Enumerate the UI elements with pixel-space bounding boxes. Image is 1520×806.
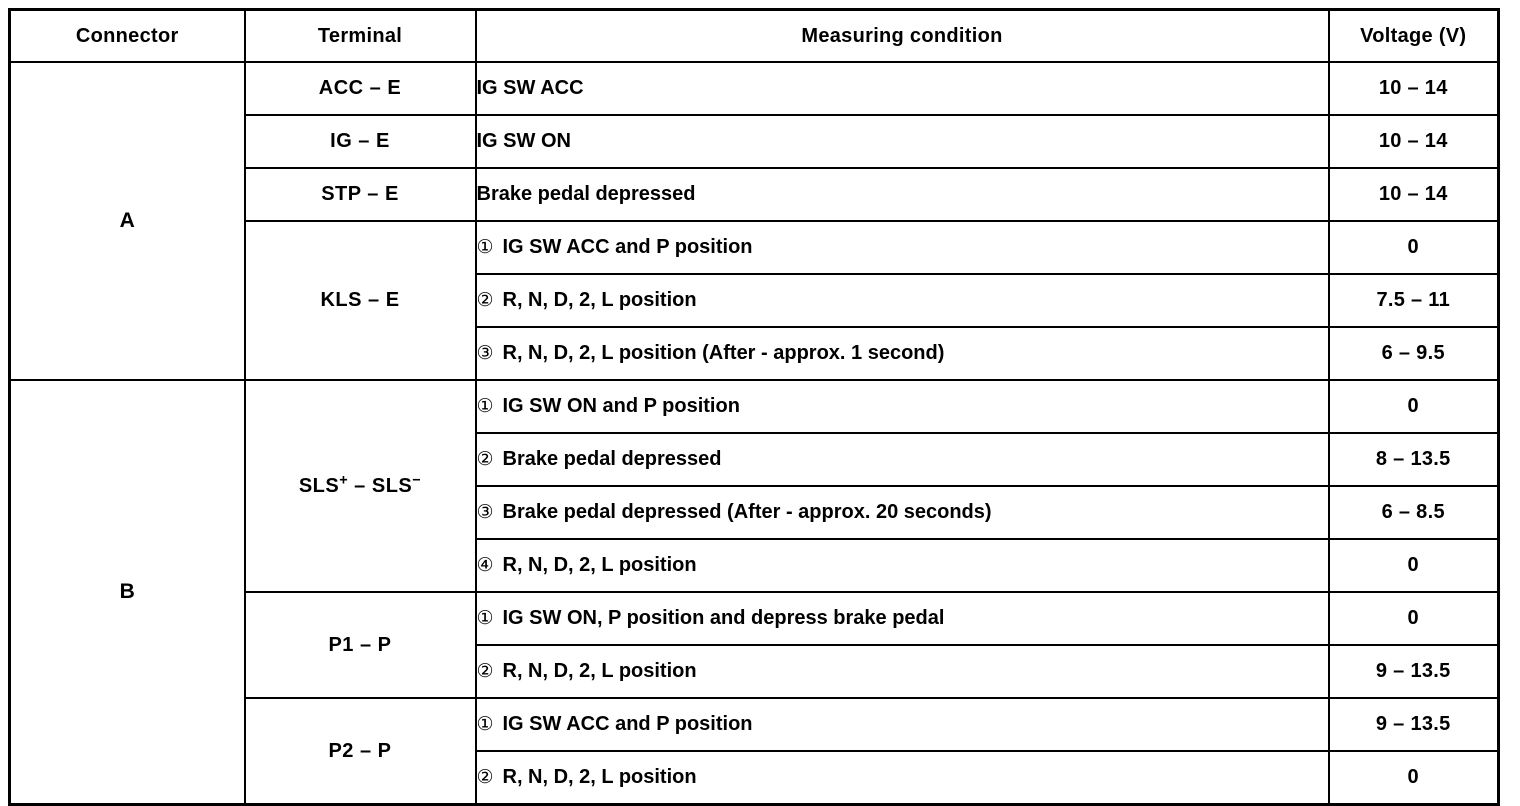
condition-index-marker: ②	[476, 661, 494, 682]
voltage-cell: 10 – 14	[1327, 114, 1500, 169]
measuring-condition-cell: ① IG SW ACC and P position	[474, 220, 1330, 275]
table-row: ② R, N, D, 2, L position 7.5 – 11	[10, 273, 1500, 328]
connector-voltage-table: Connector Terminal Measuring condition V…	[8, 8, 1500, 806]
measuring-condition-cell: ② R, N, D, 2, L position	[474, 644, 1330, 699]
table-row: ④ R, N, D, 2, L position 0	[10, 538, 1500, 593]
measuring-condition-cell: ④ R, N, D, 2, L position	[474, 538, 1330, 593]
condition-text: Brake pedal depressed (After - approx. 2…	[502, 501, 992, 523]
condition-text: R, N, D, 2, L position	[502, 554, 697, 576]
measuring-condition-cell: Brake pedal depressed	[474, 167, 1330, 222]
measuring-condition-cell: ① IG SW ON and P position	[474, 379, 1330, 434]
measuring-condition-cell: ① IG SW ACC and P position	[474, 697, 1330, 752]
condition-text: R, N, D, 2, L position	[502, 289, 697, 311]
terminal-cell: STP – E	[243, 167, 477, 222]
condition-index-marker: ②	[476, 449, 494, 470]
measuring-condition-cell: IG SW ON	[474, 114, 1330, 169]
column-header-connector: Connector	[8, 8, 246, 63]
condition-index-marker: ③	[476, 343, 494, 364]
terminal-cell: KLS – E	[243, 220, 477, 381]
measuring-condition-cell: ② Brake pedal depressed	[474, 432, 1330, 487]
connector-cell: B	[8, 379, 246, 806]
condition-text: IG SW ACC and P position	[502, 236, 753, 258]
condition-text: Brake pedal depressed	[476, 183, 696, 205]
voltage-cell: 6 – 8.5	[1327, 485, 1500, 540]
condition-index-marker: ②	[476, 767, 494, 788]
condition-text: R, N, D, 2, L position	[502, 660, 697, 682]
condition-index-marker: ①	[476, 608, 494, 629]
column-header-terminal: Terminal	[243, 8, 477, 63]
voltage-cell: 0	[1327, 379, 1500, 434]
table-row: ③ R, N, D, 2, L position (After - approx.…	[10, 326, 1500, 381]
voltage-cell: 0	[1327, 591, 1500, 646]
voltage-cell: 0	[1327, 750, 1500, 806]
terminal-label-superscript-minus: −	[412, 471, 422, 488]
header-row: Connector Terminal Measuring condition V…	[8, 8, 1500, 63]
measuring-condition-cell: ① IG SW ON, P position and depress brake …	[474, 591, 1330, 646]
condition-text: R, N, D, 2, L position (After - approx. …	[502, 342, 945, 364]
column-header-measuring-condition: Measuring condition	[474, 8, 1330, 63]
terminal-label-superscript-plus: +	[339, 471, 349, 488]
voltage-cell: 9 – 13.5	[1327, 644, 1500, 699]
condition-index-marker: ①	[476, 396, 494, 417]
measuring-condition-cell: IG SW ACC	[474, 61, 1330, 116]
measuring-condition-cell: ② R, N, D, 2, L position	[474, 750, 1330, 806]
condition-index-marker: ④	[476, 555, 494, 576]
table-row: ③ Brake pedal depressed (After - approx. …	[10, 485, 1500, 540]
voltage-cell: 0	[1327, 538, 1500, 593]
voltage-cell: 0	[1327, 220, 1500, 275]
voltage-cell: 10 – 14	[1327, 61, 1500, 116]
voltage-cell: 7.5 – 11	[1327, 273, 1500, 328]
terminal-cell: P1 – P	[243, 591, 477, 699]
terminal-cell: IG – E	[243, 114, 477, 169]
condition-text: Brake pedal depressed	[502, 448, 722, 470]
condition-text: IG SW ON	[476, 130, 571, 152]
voltage-cell: 9 – 13.5	[1327, 697, 1500, 752]
terminal-label-middle: – SLS	[348, 474, 413, 497]
table-header: Connector Terminal Measuring condition V…	[8, 8, 1500, 63]
column-header-voltage: Voltage (V)	[1327, 8, 1500, 63]
condition-text: IG SW ON and P position	[502, 395, 740, 417]
voltage-cell: 8 – 13.5	[1327, 432, 1500, 487]
measuring-condition-cell: ② R, N, D, 2, L position	[474, 273, 1330, 328]
terminal-label-prefix: SLS	[298, 474, 340, 497]
condition-text: IG SW ACC	[476, 77, 584, 99]
condition-index-marker: ①	[476, 714, 494, 735]
table-row: ② R, N, D, 2, L position 9 – 13.5	[10, 644, 1500, 699]
voltage-cell: 10 – 14	[1327, 167, 1500, 222]
condition-text: IG SW ON, P position and depress brake p…	[502, 607, 945, 629]
condition-index-marker: ①	[476, 237, 494, 258]
voltage-cell: 6 – 9.5	[1327, 326, 1500, 381]
condition-text: R, N, D, 2, L position	[502, 766, 697, 788]
terminal-cell: SLS+ – SLS−	[243, 379, 477, 593]
connector-cell: A	[8, 61, 246, 381]
condition-index-marker: ③	[476, 502, 494, 523]
voltage-spec-table-container: Connector Terminal Measuring condition V…	[8, 8, 1500, 806]
condition-text: IG SW ACC and P position	[502, 713, 753, 735]
terminal-cell: P2 – P	[243, 697, 477, 806]
table-row: ② Brake pedal depressed 8 – 13.5	[10, 432, 1500, 487]
measuring-condition-cell: ③ R, N, D, 2, L position (After - approx.…	[474, 326, 1330, 381]
measuring-condition-cell: ③ Brake pedal depressed (After - approx. …	[474, 485, 1330, 540]
terminal-cell: ACC – E	[243, 61, 477, 116]
condition-index-marker: ②	[476, 290, 494, 311]
